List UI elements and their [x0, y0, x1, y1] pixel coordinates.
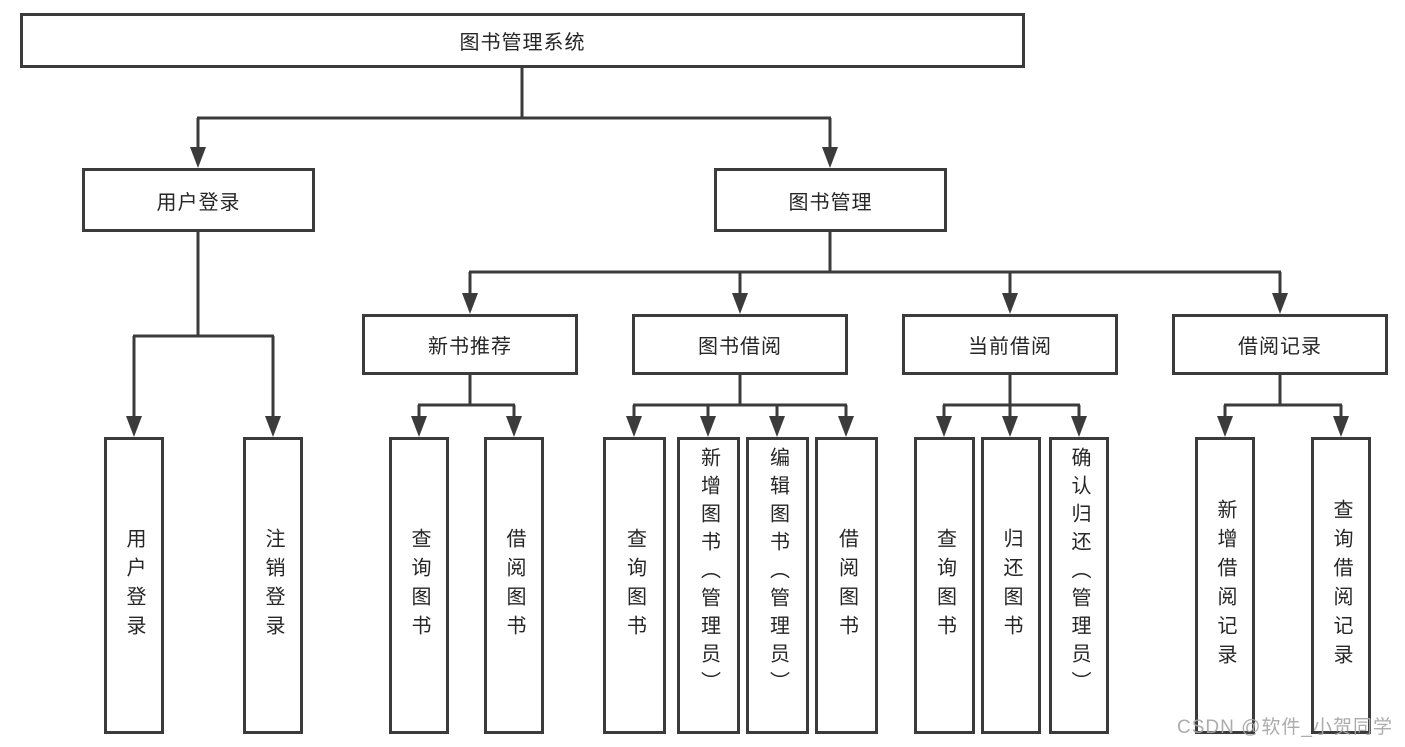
leaf-query-books-borrow: 查询图书	[603, 437, 666, 734]
arrowheads	[126, 147, 1349, 437]
leaf-label: 新增图书（管理员）	[697, 447, 720, 699]
node-label: 借阅记录	[1238, 336, 1322, 358]
node-current-borrowing: 当前借阅	[902, 314, 1118, 375]
leaf-label: 注销登录	[262, 527, 284, 644]
leaf-add-borrow-record: 新增借阅记录	[1195, 437, 1255, 734]
leaf-label: 查询借阅记录	[1330, 498, 1352, 673]
node-book-borrowing: 图书借阅	[632, 314, 848, 375]
leaf-label: 确认归还（管理员）	[1068, 447, 1090, 699]
node-book-management: 图书管理	[714, 168, 947, 232]
leaf-edit-books-admin: 编辑图书（管理员）	[746, 437, 809, 734]
leaf-borrow-books-recommend: 借阅图书	[484, 437, 544, 734]
node-label: 图书借阅	[698, 336, 782, 358]
leaf-label: 查询图书	[408, 527, 430, 644]
leaf-query-borrow-record: 查询借阅记录	[1311, 437, 1371, 734]
node-borrowing-records: 借阅记录	[1172, 314, 1388, 375]
leaf-confirm-return-admin: 确认归还（管理员）	[1049, 437, 1109, 734]
node-label: 图书管理系统	[459, 32, 586, 54]
leaf-logout: 注销登录	[243, 437, 303, 734]
node-library-management-system: 图书管理系统	[20, 13, 1025, 68]
node-label: 当前借阅	[968, 336, 1052, 358]
leaf-add-books-admin: 新增图书（管理员）	[677, 437, 740, 734]
leaf-borrow-books: 借阅图书	[815, 437, 878, 734]
leaf-label: 借阅图书	[503, 527, 525, 644]
node-label: 新书推荐	[428, 336, 512, 358]
leaf-query-books-current: 查询图书	[914, 437, 975, 734]
leaf-label: 归还图书	[1000, 527, 1022, 644]
leaf-label: 查询图书	[933, 527, 956, 644]
leaf-label: 查询图书	[623, 527, 646, 644]
node-label: 图书管理	[788, 191, 873, 214]
leaf-query-books-recommend: 查询图书	[389, 437, 449, 734]
leaf-label: 新增借阅记录	[1214, 498, 1236, 673]
node-new-book-recommendation: 新书推荐	[362, 314, 578, 375]
leaf-label: 编辑图书（管理员）	[766, 447, 789, 699]
leaf-return-books: 归还图书	[981, 437, 1041, 734]
leaf-user-login: 用户登录	[104, 437, 164, 734]
node-user-login: 用户登录	[82, 168, 315, 232]
watermark: CSDN @软件_小贺同学	[1177, 717, 1393, 738]
leaf-label: 借阅图书	[835, 527, 858, 644]
leaf-label: 用户登录	[123, 527, 145, 644]
node-label: 用户登录	[156, 191, 241, 214]
